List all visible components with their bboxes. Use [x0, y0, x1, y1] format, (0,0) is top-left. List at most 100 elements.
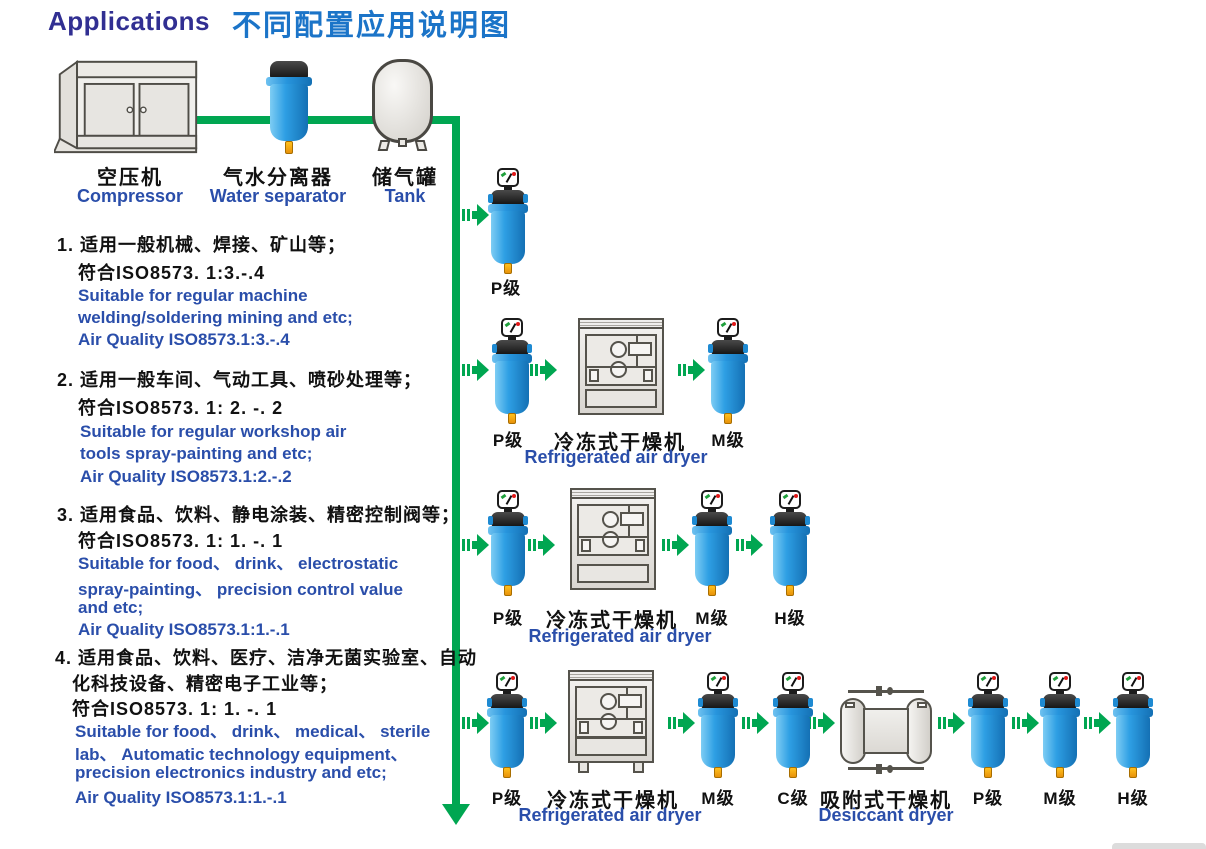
- note-1-line-en: Air Quality ISO8573.1:3.-.4: [78, 330, 290, 349]
- desiccant-label-zh: 吸附式干燥机: [820, 790, 952, 812]
- pressure-gauge-icon: [779, 490, 801, 509]
- refrigerated-dryer-illustration: [570, 488, 656, 590]
- air-filter-illustration: [692, 490, 732, 596]
- pressure-gauge-icon: [1049, 672, 1071, 691]
- flow-arrow-icon: [662, 534, 689, 556]
- flow-arrow-icon: [528, 534, 555, 556]
- pressure-gauge-icon: [496, 672, 518, 691]
- note-3-line-en: Air Quality ISO8573.1:1.-.1: [78, 620, 290, 639]
- air-filter-illustration: [487, 672, 527, 778]
- filter-grade-label: M级: [1043, 789, 1077, 808]
- flow-pipe-horizontal: [196, 116, 460, 124]
- separator-body: [270, 84, 308, 141]
- air-filter-illustration: [968, 672, 1008, 778]
- note-4-line-en: precision electronics industry and etc;: [75, 763, 387, 782]
- flow-pipe-vertical: [452, 116, 460, 806]
- refrigerated-dryer-illustration: [568, 670, 654, 773]
- note-1-line-zh: 1. 适用一般机械、焊接、矿山等；: [57, 235, 347, 255]
- pressure-gauge-icon: [497, 168, 519, 187]
- page-title-zh: 不同配置应用说明图: [232, 10, 512, 42]
- flow-arrow-icon: [462, 534, 489, 556]
- dryer-label-en: Refrigerated air dryer: [524, 447, 708, 467]
- drain-valve: [724, 413, 732, 424]
- pressure-gauge-icon: [501, 318, 523, 337]
- note-3-line-en: Suitable for food、 drink、 electrostatic: [78, 554, 399, 573]
- air-filter-illustration: [698, 672, 738, 778]
- refrigerated-dryer-illustration: [578, 318, 664, 415]
- note-1-line-en: Suitable for regular machine: [78, 286, 308, 305]
- filter-grade-label: P级: [492, 431, 524, 450]
- dryer-label-en: Refrigerated air dryer: [528, 626, 712, 646]
- flow-arrow-icon: [530, 712, 557, 734]
- note-1-line-iso: 符合ISO8573. 1:3.-.4: [78, 263, 266, 283]
- dryer-leg: [633, 761, 644, 773]
- flow-arrow-icon: [742, 712, 769, 734]
- note-2-line-zh: 2. 适用一般车间、气动工具、喷砂处理等；: [57, 370, 423, 390]
- partial-element-bottom-right: [1112, 843, 1206, 849]
- pressure-gauge-icon: [977, 672, 999, 691]
- tank-foot-right: [414, 140, 428, 151]
- filter-grade-label: C级: [777, 789, 809, 808]
- separator-cap: [270, 61, 308, 79]
- filter-grade-label: M级: [711, 431, 745, 450]
- dryer-leg: [578, 761, 589, 773]
- tank-illustration: [372, 59, 433, 155]
- separator-drain-valve: [285, 141, 293, 154]
- air-filter-illustration: [1040, 672, 1080, 778]
- note-1-line-en: welding/soldering mining and etc;: [78, 308, 353, 327]
- flow-arrow-icon: [678, 359, 705, 381]
- note-3-line-en: spray-painting、 precision control value: [78, 580, 403, 599]
- air-filter-illustration: [708, 318, 748, 424]
- air-filter-illustration: [773, 672, 813, 778]
- note-2-line-en: Air Quality ISO8573.1:2.-.2: [80, 467, 292, 486]
- air-filter-illustration: [1113, 672, 1153, 778]
- filter-grade-label: P级: [972, 789, 1004, 808]
- filter-grade-label: M级: [701, 789, 735, 808]
- flow-arrow-icon: [736, 534, 763, 556]
- flow-down-arrow-icon: [442, 804, 470, 825]
- separator-collar: [266, 77, 312, 86]
- tank-valve: [398, 138, 407, 147]
- dryer-label-zh: 冷冻式干燥机: [546, 610, 678, 632]
- compressor-illustration: [52, 56, 200, 158]
- flow-arrow-icon: [530, 359, 557, 381]
- note-4-line-en: Suitable for food、 drink、 medical、 steri…: [75, 722, 431, 741]
- dryer-label-en: Refrigerated air dryer: [518, 805, 702, 825]
- separator-label-en: Water separator: [209, 186, 347, 206]
- drain-valve: [789, 767, 797, 778]
- note-3-line-zh: 3. 适用食品、饮料、静电涂装、精密控制阀等；: [57, 505, 461, 525]
- flow-arrow-icon: [938, 712, 965, 734]
- note-4-line-zh: 4. 适用食品、饮料、医疗、洁净无菌实验室、自动: [55, 648, 478, 668]
- drain-valve: [503, 767, 511, 778]
- tank-label-en: Tank: [384, 186, 426, 206]
- drain-valve: [1129, 767, 1137, 778]
- note-4-line-en: Air Quality ISO8573.1:1.-.1: [75, 788, 287, 807]
- drain-valve: [504, 585, 512, 596]
- drain-valve: [714, 767, 722, 778]
- drain-valve: [504, 263, 512, 274]
- pressure-gauge-icon: [782, 672, 804, 691]
- flow-arrow-icon: [1012, 712, 1039, 734]
- filter-grade-label: P级: [491, 789, 523, 808]
- dryer-label-zh: 冷冻式干燥机: [547, 790, 679, 812]
- flow-arrow-icon: [462, 712, 489, 734]
- drain-valve: [508, 413, 516, 424]
- tank-label-zh: 储气罐: [372, 167, 438, 189]
- separator-label-zh: 气水分离器: [223, 167, 333, 189]
- compressor-label-zh: 空压机: [97, 167, 163, 189]
- desiccant-dryer-illustration: [840, 684, 932, 778]
- filter-grade-label: H级: [774, 609, 806, 628]
- note-3-line-en: and etc;: [78, 598, 144, 617]
- note-4-line-en: lab、 Automatic technology equipment、: [75, 745, 408, 764]
- flow-arrow-icon: [1084, 712, 1111, 734]
- pressure-gauge-icon: [717, 318, 739, 337]
- filter-grade-label: P级: [490, 279, 522, 298]
- note-4-line-zh: 化科技设备、精密电子工业等；: [72, 674, 338, 694]
- flow-arrow-icon: [462, 359, 489, 381]
- dryer-label-zh: 冷冻式干燥机: [554, 432, 686, 454]
- tank-body: [372, 59, 433, 143]
- drain-valve: [1056, 767, 1064, 778]
- note-3-line-iso: 符合ISO8573. 1: 1. -. 1: [78, 531, 284, 551]
- desiccant-tower-left: [840, 698, 866, 764]
